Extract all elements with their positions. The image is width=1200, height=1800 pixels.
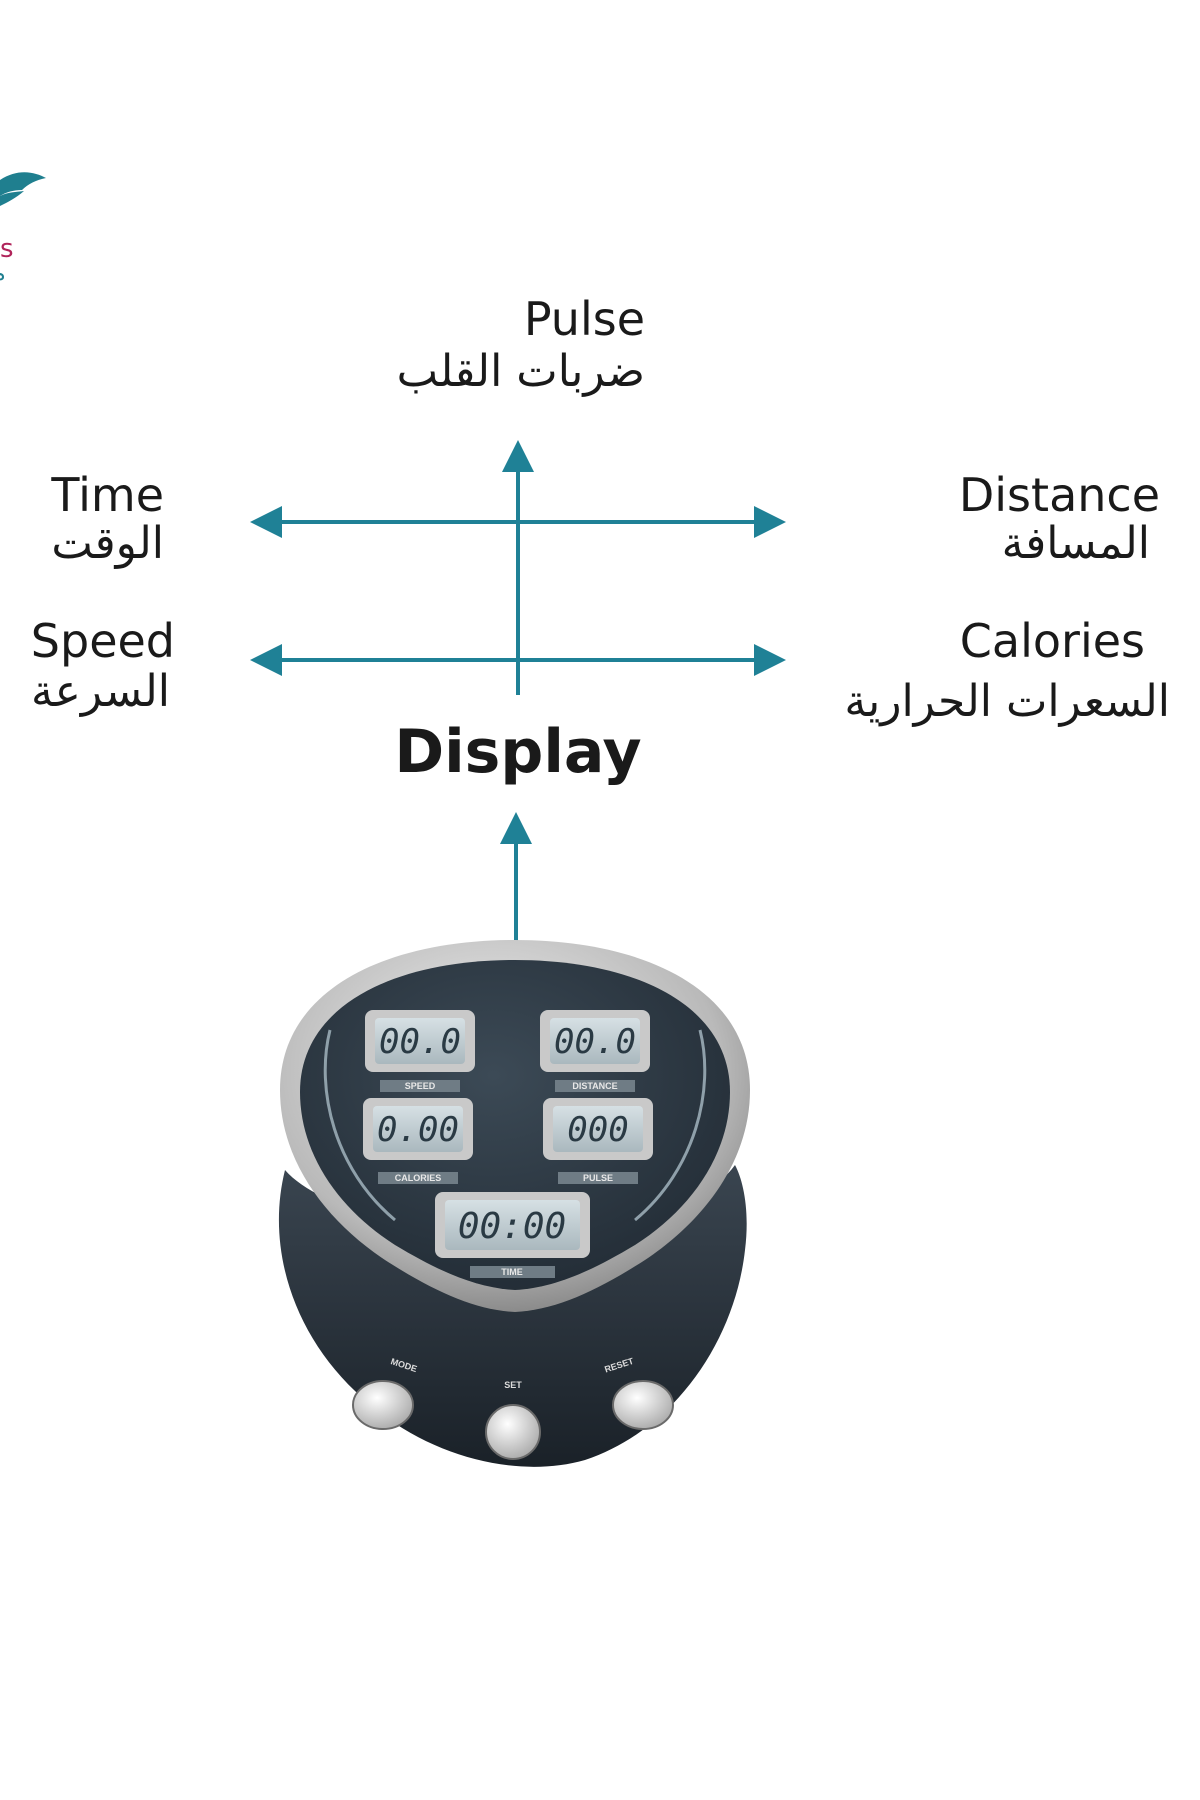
lcd-speed-caption: SPEED <box>405 1081 436 1091</box>
label-time-en: Time <box>51 468 164 522</box>
brand-logo: s م <box>0 160 60 310</box>
label-time-ar: الوقت <box>51 518 164 569</box>
lcd-distance-value: 00.0 <box>554 1022 636 1062</box>
set-button[interactable] <box>485 1404 541 1460</box>
lcd-time-value: 00:00 <box>458 1206 566 1247</box>
display-title: Display <box>394 717 642 787</box>
lcd-speed-value: 00.0 <box>379 1022 461 1062</box>
lcd-calories-caption: CALORIES <box>395 1173 442 1183</box>
label-calories-ar: السعرات الحرارية <box>844 676 1170 727</box>
label-pulse-ar: ضربات القلب <box>396 346 645 397</box>
lcd-speed: 00.0 SPEED <box>365 1010 475 1092</box>
logo-text-arabic: م <box>0 264 6 286</box>
lcd-distance-caption: DISTANCE <box>572 1081 617 1091</box>
label-speed-ar: السرعة <box>30 666 170 717</box>
label-speed-en: Speed <box>30 614 175 668</box>
lcd-calories-value: 0.00 <box>377 1110 459 1150</box>
label-distance-ar: المسافة <box>1001 518 1150 569</box>
lcd-pulse-caption: PULSE <box>583 1173 613 1183</box>
wing-logo-icon <box>0 172 46 206</box>
reset-button[interactable] <box>612 1380 674 1430</box>
logo-text: s <box>0 234 14 264</box>
label-calories-en: Calories <box>959 614 1145 668</box>
lcd-distance: 00.0 DISTANCE <box>540 1010 650 1092</box>
lcd-pulse-value: 000 <box>567 1110 628 1150</box>
lcd-time: 00:00 TIME <box>435 1192 590 1278</box>
lcd-pulse: 000 PULSE <box>543 1098 653 1184</box>
label-pulse-en: Pulse <box>523 292 645 346</box>
lcd-time-caption: TIME <box>501 1267 523 1277</box>
lcd-calories: 0.00 CALORIES <box>363 1098 473 1184</box>
set-button-label: SET <box>504 1380 522 1390</box>
fitness-monitor-device: 00.0 SPEED 00.0 DISTANCE 0.00 CALORIES 0… <box>278 940 750 1467</box>
mode-button[interactable] <box>352 1380 414 1430</box>
label-distance-en: Distance <box>958 468 1160 522</box>
